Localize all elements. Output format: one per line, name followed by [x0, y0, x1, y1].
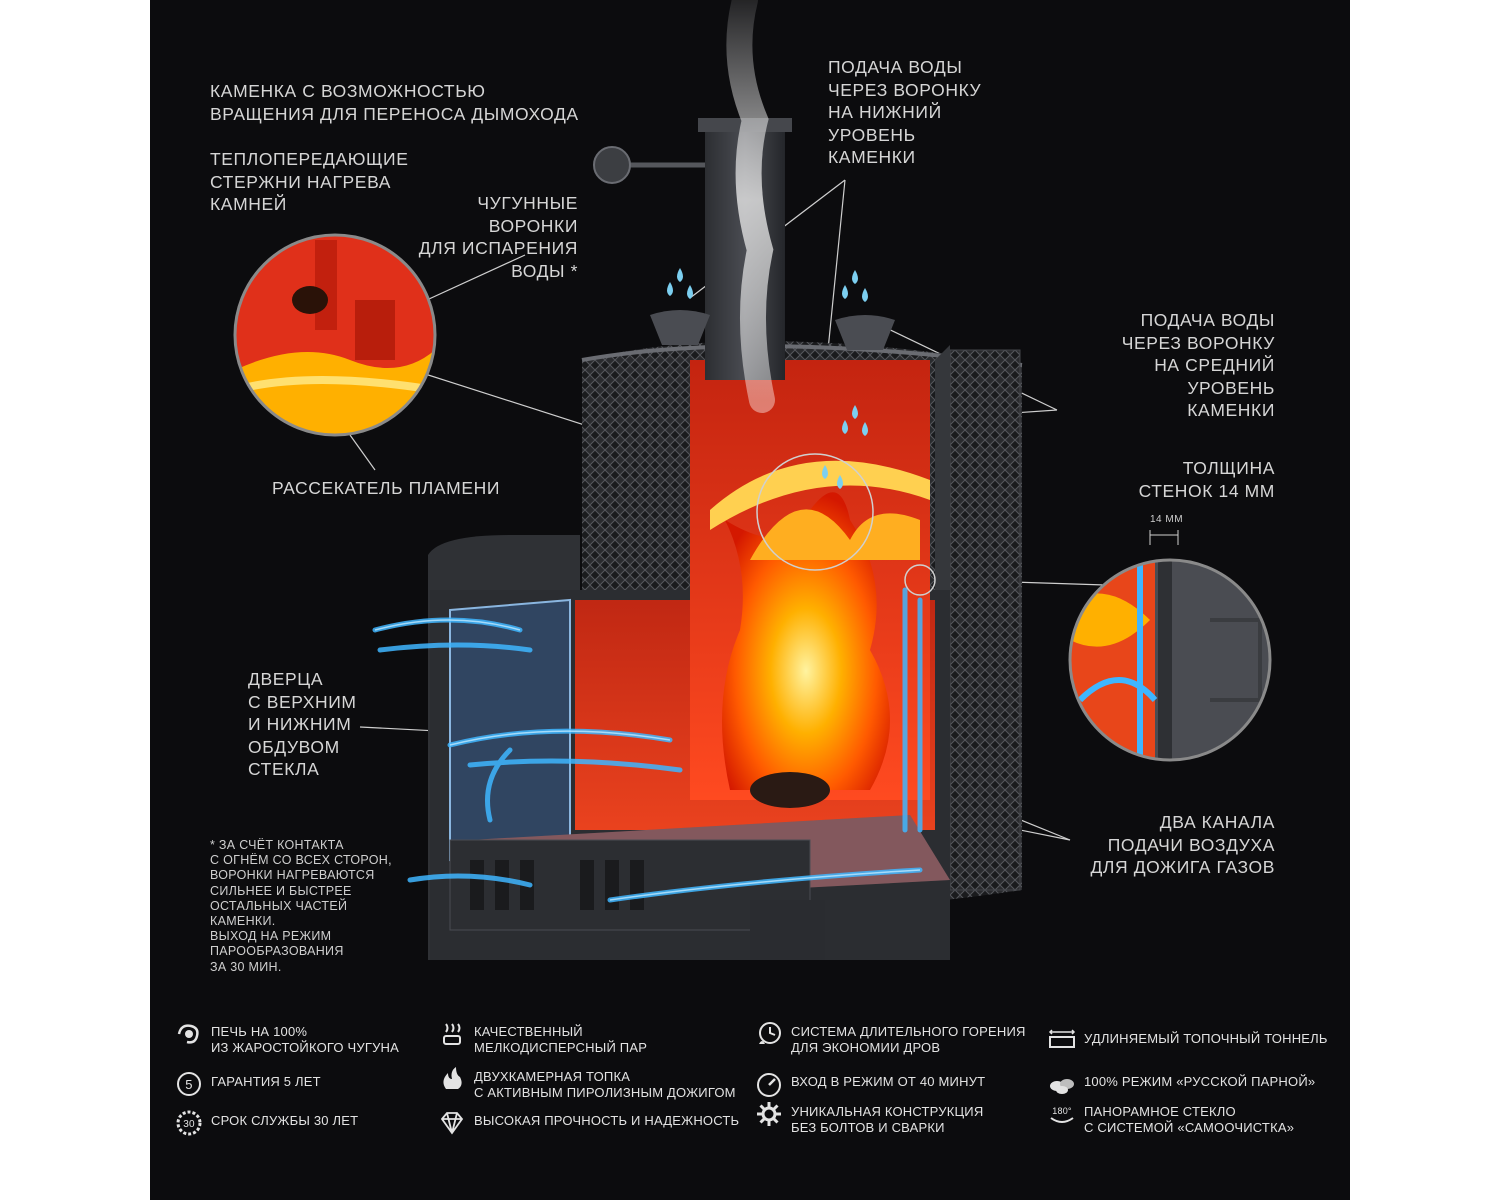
zoom-marker-wall	[904, 564, 936, 596]
callout-wall-thickness: ТОЛЩИНА СТЕНОК 14 ММ	[1138, 458, 1275, 501]
feature-russian-steam: 100% РЕЖИМ «РУССКОЙ ПАРНОЙ»	[1048, 1074, 1315, 1098]
callout-air-channels: ДВА КАНАЛА ПОДАЧИ ВОЗДУХА ДЛЯ ДОЖИГА ГАЗ…	[1090, 812, 1275, 877]
warranty-icon: 5	[177, 1072, 201, 1096]
water-drops	[667, 268, 868, 489]
feature-cast-iron: ПЕЧЬ НА 100% ИЗ ЖАРОСТОЙКОГО ЧУГУНА	[175, 1024, 399, 1056]
svg-text:5: 5	[185, 1077, 192, 1092]
infographic-panel: КАМЕНКА С ВОЗМОЖНОСТЬЮ ВРАЩЕНИЯ ДЛЯ ПЕРЕ…	[150, 0, 1350, 1200]
feature-service-life: 30 СРОК СЛУЖБЫ 30 ЛЕТ	[175, 1110, 358, 1137]
callout-rotation: КАМЕНКА С ВОЗМОЖНОСТЬЮ ВРАЩЕНИЯ ДЛЯ ПЕРЕ…	[210, 81, 579, 124]
feature-construction: УНИКАЛЬНАЯ КОНСТРУКЦИЯ БЕЗ БОЛТОВ И СВАР…	[755, 1102, 983, 1136]
stones-icon	[1050, 1079, 1074, 1094]
feature-dual-chamber: ДВУХКАМЕРНАЯ ТОПКА С АКТИВНЫМ ПИРОЛИЗНЫМ…	[438, 1067, 736, 1101]
diamond-icon	[440, 1112, 464, 1135]
feature-long-burn: СИСТЕМА ДЛИТЕЛЬНОГО ГОРЕНИЯ ДЛЯ ЭКОНОМИИ…	[755, 1022, 1026, 1056]
stove-cutaway-illustration	[233, 0, 1272, 960]
callout-water-lower: ПОДАЧА ВОДЫ ЧЕРЕЗ ВОРОНКУ НА НИЖНИЙ УРОВ…	[828, 57, 982, 167]
feature-strength: ВЫСОКАЯ ПРОЧНОСТЬ И НАДЕЖНОСТЬ	[438, 1112, 739, 1137]
dual-chamber-icon	[443, 1067, 462, 1089]
callout-water-middle: ПОДАЧА ВОДЫ ЧЕРЕЗ ВОРОНКУ НА СРЕДНИЙ УРО…	[1121, 310, 1275, 420]
callout-flame-splitter: РАССЕКАТЕЛЬ ПЛАМЕНИ	[272, 478, 501, 498]
zoom-bubble-wall	[1068, 530, 1272, 762]
feature-warranty: 5 ГАРАНТИЯ 5 ЛЕТ	[175, 1072, 321, 1098]
zoom-marker-funnel	[756, 453, 874, 571]
svg-text:180°: 180°	[1052, 1106, 1072, 1116]
zoom-bubble-rods	[233, 233, 437, 437]
chimney	[593, 0, 792, 413]
tunnel-icon	[1048, 1029, 1076, 1048]
feature-panorama-glass: 180° ПАНОРАМНОЕ СТЕКЛО С СИСТЕМОЙ «САМОО…	[1048, 1104, 1294, 1136]
cast-iron-icon	[177, 1024, 199, 1044]
fire-column	[690, 360, 930, 808]
footnote: * ЗА СЧЁТ КОНТАКТА С ОГНЁМ СО ВСЕХ СТОРО…	[210, 838, 392, 974]
long-burn-icon	[759, 1022, 781, 1044]
svg-text:30: 30	[183, 1119, 195, 1130]
gear-icon	[757, 1102, 781, 1126]
feature-gauge: ВХОД В РЕЖИМ ОТ 40 МИНУТ	[755, 1073, 985, 1098]
callout-heat-rods: ТЕПЛОПЕРЕДАЮЩИЕ СТЕРЖНИ НАГРЕВА КАМНЕЙ	[210, 149, 409, 214]
panorama-icon: 180°	[1050, 1106, 1074, 1123]
gauge-icon	[757, 1073, 781, 1097]
wall-dimension-label: 14 ММ	[1150, 514, 1184, 525]
service-life-icon: 30	[176, 1110, 202, 1136]
callout-funnels: ЧУГУННЫЕ ВОРОНКИ ДЛЯ ИСПАРЕНИЯ ВОДЫ *	[418, 193, 578, 281]
steam-icon	[443, 1023, 461, 1045]
feature-tunnel: УДЛИНЯЕМЫЙ ТОПОЧНЫЙ ТОННЕЛЬ	[1048, 1029, 1328, 1055]
water-funnels	[650, 310, 895, 350]
callout-door: ДВЕРЦА С ВЕРХНИМ И НИЖНИМ ОБДУВОМ СТЕКЛА	[248, 669, 357, 779]
feature-steam: КАЧЕСТВЕННЫЙ МЕЛКОДИСПЕРСНЫЙ ПАР	[438, 1023, 647, 1056]
